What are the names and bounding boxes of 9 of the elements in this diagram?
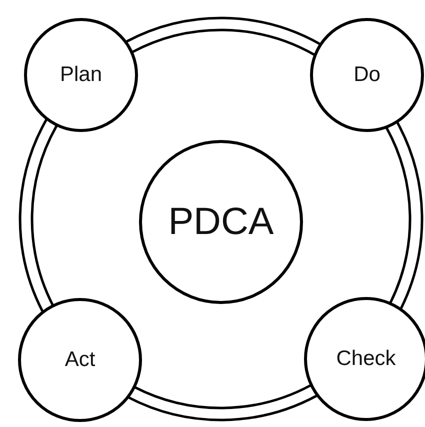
node-label: Do	[354, 63, 380, 87]
node-label: PDCA	[168, 200, 274, 244]
node-label: Check	[336, 347, 396, 371]
ring-band	[124, 16, 322, 56]
node-label: Plan	[60, 63, 102, 87]
ring-band	[127, 384, 318, 422]
node-label: Act	[64, 348, 96, 372]
ring-band	[385, 120, 424, 310]
ring-band	[18, 118, 58, 313]
